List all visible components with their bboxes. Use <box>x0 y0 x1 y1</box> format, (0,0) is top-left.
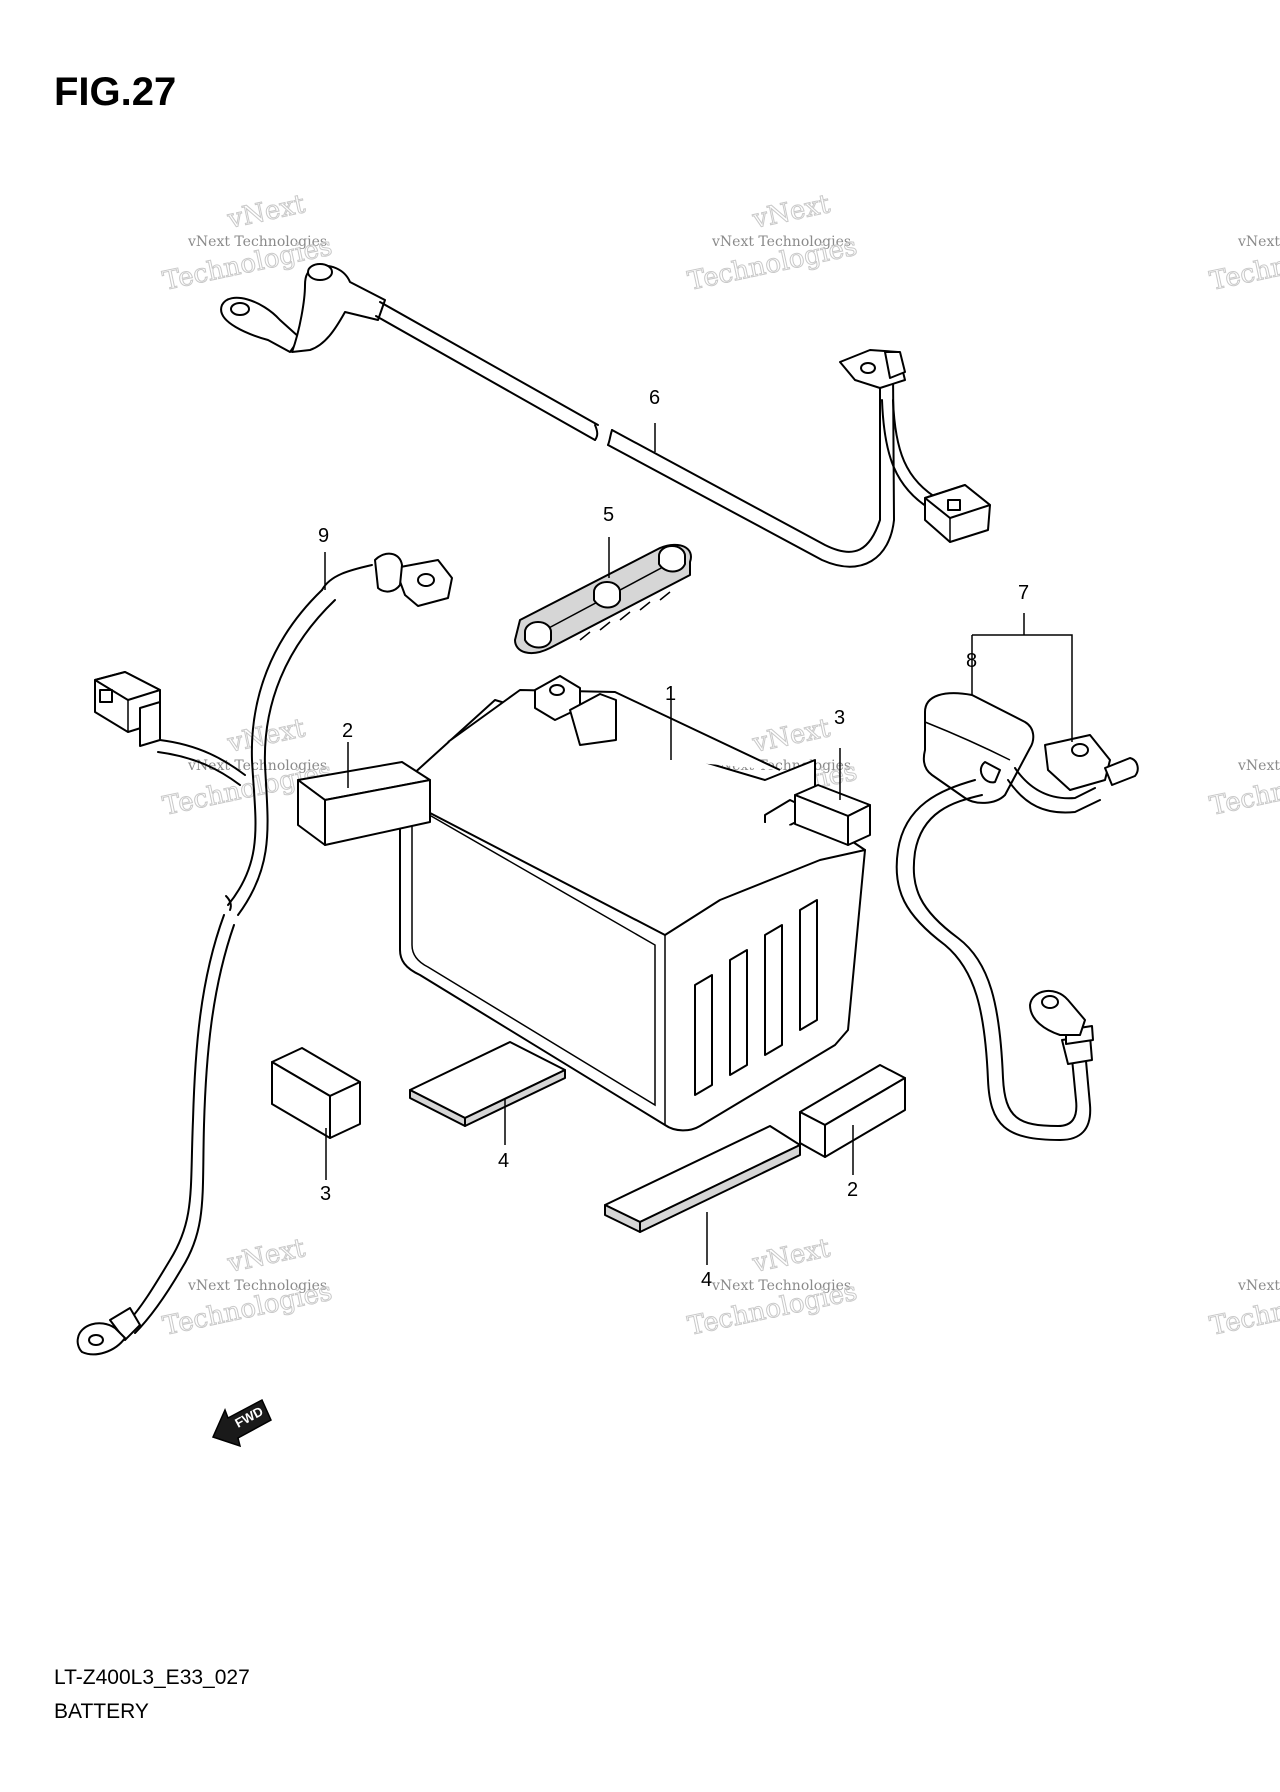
part-4-cushion-left <box>409 1041 566 1127</box>
watermark-top-center: vNext vNext Technologies Technologies <box>685 189 861 298</box>
part-4-cushion-right <box>604 1125 801 1233</box>
svg-text:vNext: vNext <box>749 713 833 759</box>
svg-text:vNext Technologies: vNext Technologies <box>1237 1278 1280 1294</box>
part-9-cable <box>76 552 453 1356</box>
part-2-spacer-left <box>297 761 431 846</box>
part-8-cover <box>922 692 1035 804</box>
diagram-code: LT-Z400L3_E33_027 <box>54 1666 250 1689</box>
callout-8: 8 <box>966 650 977 672</box>
callout-2-right: 2 <box>847 1179 858 1201</box>
callouts: 1 2 2 3 3 4 4 5 6 7 8 9 <box>318 387 1029 1291</box>
part-1-battery <box>399 675 866 1132</box>
callout-4-right: 4 <box>701 1269 712 1291</box>
svg-text:vNext: vNext <box>749 189 833 235</box>
watermark-top-left: vNext vNext Technologies Technologies <box>160 189 336 298</box>
callout-3-right: 3 <box>834 707 845 729</box>
part-3-spacer-right <box>794 784 871 846</box>
leader-lines <box>324 423 1073 1265</box>
figure-title: FIG.27 <box>54 70 177 114</box>
part-2-spacer-right <box>799 1064 906 1158</box>
callout-7: 7 <box>1018 582 1029 604</box>
svg-text:vNext Technologies: vNext Technologies <box>711 1278 851 1294</box>
watermark-right-edge: vNext Technologies Technologies vNext Te… <box>1207 231 1280 1342</box>
watermark-bottom-left: vNext vNext Technologies Technologies <box>160 1233 336 1343</box>
callout-3-left: 3 <box>320 1183 331 1205</box>
part-6-cable <box>220 263 991 568</box>
svg-text:vNext Technologies: vNext Technologies <box>711 234 851 250</box>
callout-5: 5 <box>603 504 614 526</box>
callout-1: 1 <box>665 683 676 705</box>
svg-text:vNext Technologies: vNext Technologies <box>187 758 327 774</box>
svg-text:vNext Technologies: vNext Technologies <box>1237 758 1280 774</box>
svg-text:vNext: vNext <box>749 1233 833 1279</box>
part-3-spacer-left <box>271 1047 361 1139</box>
section-title: BATTERY <box>54 1700 149 1723</box>
svg-text:vNext Technologies: vNext Technologies <box>187 1278 327 1294</box>
svg-text:vNext Technologies: vNext Technologies <box>187 234 327 250</box>
callout-9: 9 <box>318 525 329 547</box>
svg-text:vNext Technologies: vNext Technologies <box>1237 234 1280 250</box>
callout-4-left: 4 <box>498 1150 509 1172</box>
svg-text:vNext: vNext <box>224 189 308 235</box>
callout-6: 6 <box>649 387 660 409</box>
callout-2-left: 2 <box>342 720 353 742</box>
part-7-cable <box>895 734 1139 1141</box>
part-5-terminal-cap <box>514 543 692 655</box>
fwd-arrow: FWD <box>211 1398 272 1448</box>
svg-text:vNext: vNext <box>224 1233 308 1279</box>
